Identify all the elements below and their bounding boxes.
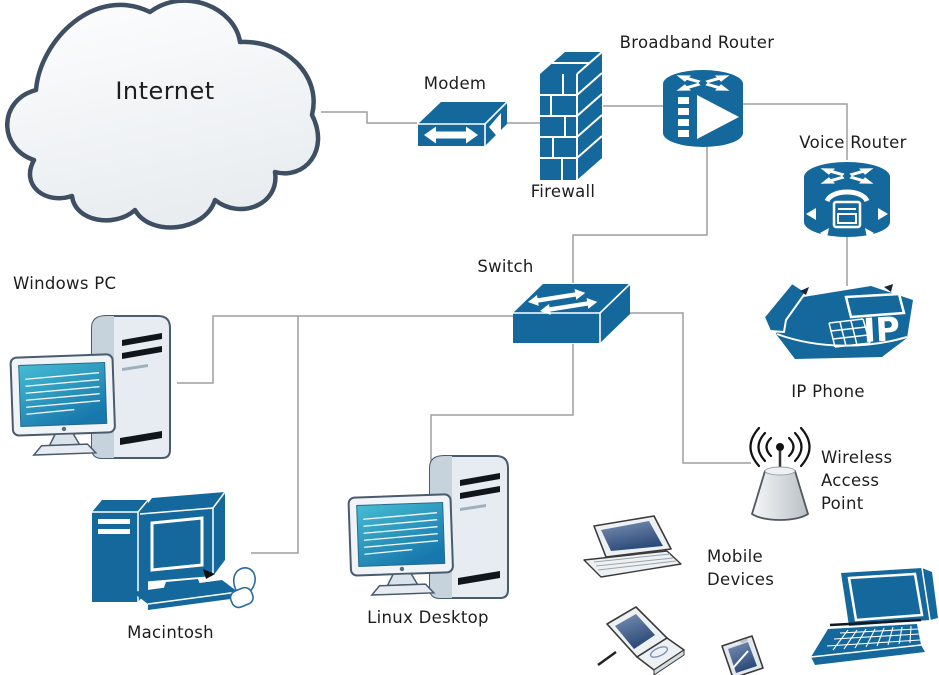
laptop-key-grid (826, 625, 921, 651)
macintosh-label: Macintosh (127, 623, 214, 642)
voice-router-phone-glyph (824, 189, 870, 229)
edge-switch-windowspc (177, 315, 513, 384)
ip-phone-keypad (828, 318, 871, 348)
wireless-access-point-icon (749, 426, 811, 521)
linux-desktop-label: Linux Desktop (367, 608, 489, 627)
voice-router-icon (804, 162, 890, 238)
blue-laptop-icon (810, 567, 938, 665)
broadband-router-front-glyph (678, 95, 739, 139)
switch-label: Switch (477, 257, 534, 276)
windows-pc-icon (9, 315, 172, 459)
broadband-router-label: Broadband Router (619, 33, 775, 52)
firewall-icon (540, 51, 603, 180)
ip-phone-screen (844, 292, 906, 319)
wireless-access-point-label: Wireless Access Point (821, 448, 893, 513)
voice-router-label: Voice Router (799, 133, 907, 152)
edge-internet-modem (321, 111, 417, 124)
modem-arrow (424, 126, 478, 144)
edge-switch-linux (430, 344, 574, 463)
ip-phone-ip-text: IP (862, 309, 900, 350)
cursor-arrow (203, 569, 215, 579)
edge-broadband-voice (742, 103, 848, 160)
modem-label: Modem (423, 74, 487, 93)
edge-switch-wap (614, 312, 751, 464)
ip-phone-label: IP Phone (791, 382, 865, 401)
mobile-devices-label: Mobile Devices (707, 547, 775, 589)
internet-label: Internet (115, 77, 215, 105)
connector-lines (177, 103, 848, 554)
linux-desktop-icon (347, 455, 509, 599)
macintosh-screen (150, 516, 204, 572)
switch-icon (513, 283, 631, 343)
macintosh-icon (92, 491, 256, 610)
edge-switch-macintosh (251, 316, 299, 554)
broadband-router-icon (663, 70, 743, 147)
ip-phone-icon: IP (762, 281, 913, 359)
flip-phone-icon (597, 606, 685, 675)
netbook-icon (583, 515, 682, 578)
firewall-label: Firewall (530, 182, 596, 201)
modem-side-triangle (489, 113, 501, 141)
edge-broadband-switch (572, 146, 708, 283)
internet-cloud-icon (5, 0, 321, 230)
voice-router-arrows (806, 208, 888, 238)
modem-icon (418, 101, 508, 146)
smartphone-icon (721, 635, 764, 675)
windows-pc-label: Windows PC (13, 274, 117, 293)
